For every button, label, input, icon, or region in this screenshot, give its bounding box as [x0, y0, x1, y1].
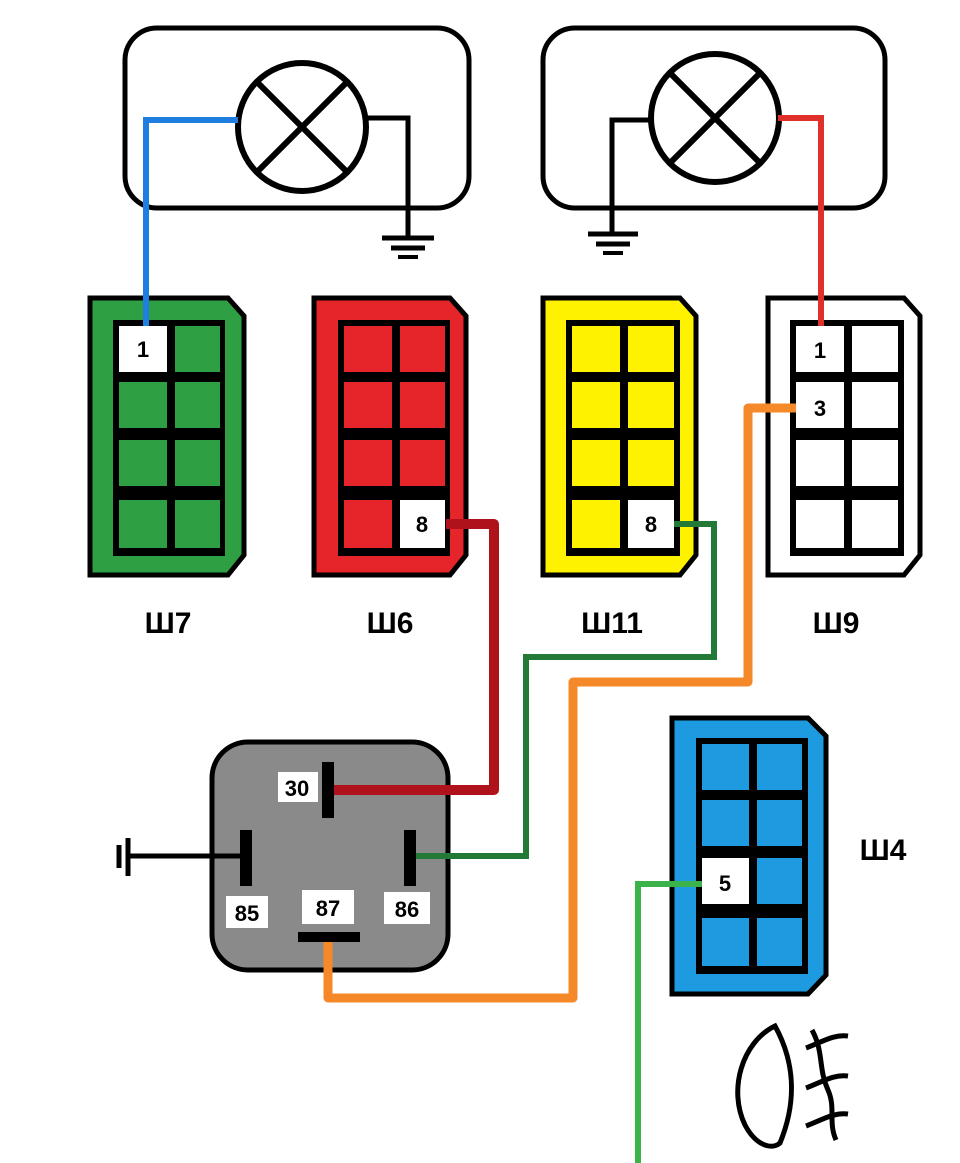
relay-pin-30 — [322, 762, 334, 818]
sh7-label: Ш7 — [145, 607, 192, 640]
sh11-pin-8-label: 8 — [645, 512, 657, 537]
lamp-ground-wire — [609, 117, 651, 232]
connector-sh4: 5 — [669, 715, 829, 997]
lamp-icon — [235, 60, 369, 194]
wire-darkgreen-sh11-to-relay-86 — [416, 521, 717, 859]
left-lamp-unit — [122, 25, 472, 236]
wire-darkred-sh6-to-relay-30 — [334, 519, 499, 795]
wire-red-sh9-to-right-lamp — [778, 115, 824, 326]
fog-light-icon — [735, 1022, 849, 1149]
relay-pin-85-label: 85 — [235, 901, 259, 926]
sh6-pin-8-label: 8 — [416, 512, 428, 537]
sh6-pin-8 — [400, 500, 445, 548]
relay-pin-86-label: 86 — [395, 897, 419, 922]
right-lamp-unit — [540, 25, 888, 232]
wire-green-sh4-to-fog-light — [635, 881, 702, 1163]
sh9-label: Ш9 — [813, 607, 860, 640]
lamp-ground-wire — [366, 115, 411, 236]
relay-pin-30-label: 30 — [285, 776, 309, 801]
sh4-pin-5 — [702, 858, 749, 904]
ground-icon — [588, 231, 638, 255]
sh11-pin-8 — [628, 500, 674, 548]
sh11-label: Ш11 — [581, 607, 643, 640]
sh4-pin-5-label: 5 — [719, 871, 731, 896]
sh9-pin-1-label: 1 — [814, 338, 826, 363]
wire-blue-sh7-to-left-lamp — [143, 117, 238, 326]
relay: 30 85 86 87 — [209, 739, 451, 973]
sh9-pin-3-label: 3 — [814, 396, 826, 421]
ground-icon — [116, 838, 131, 876]
relay-pin-86 — [404, 830, 416, 886]
ground-icon — [382, 235, 434, 259]
sh4-label: Ш4 — [860, 834, 907, 867]
connector-sh11: 8 — [540, 295, 699, 578]
connector-sh7: 1 — [87, 295, 247, 578]
wire-orange-sh9-to-relay-87 — [323, 403, 796, 1003]
sh6-label: Ш6 — [367, 607, 414, 640]
sh7-pin-1 — [119, 326, 167, 372]
lamp-icon — [648, 51, 782, 185]
sh7-pin-1-label: 1 — [137, 337, 149, 362]
relay-pin-87-label: 87 — [316, 896, 340, 921]
connector-sh9: 1 3 — [765, 295, 923, 578]
relay-pin-87 — [298, 932, 360, 942]
connector-sh6: 8 — [311, 295, 469, 578]
